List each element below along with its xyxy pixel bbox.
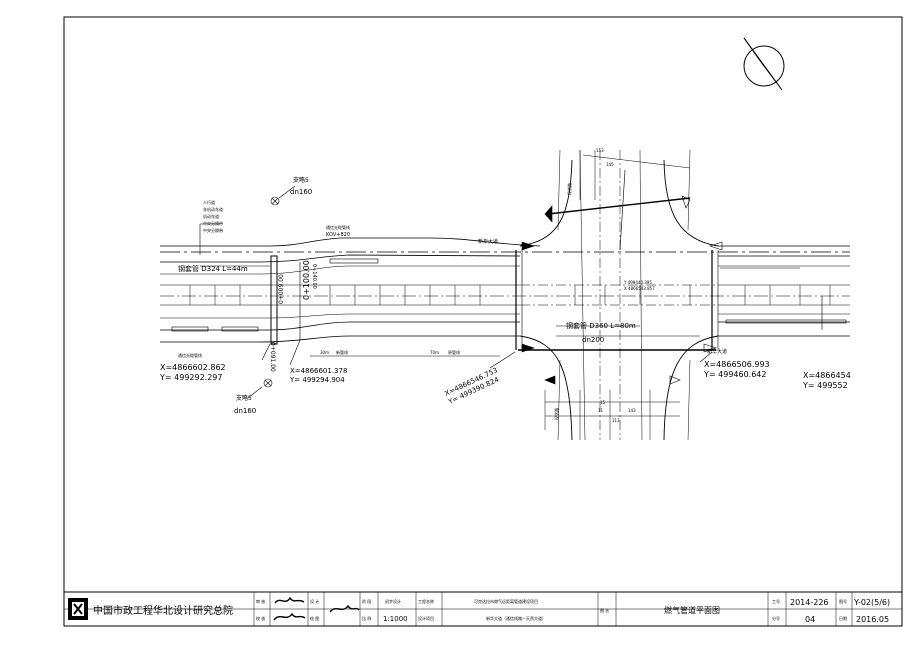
drawing-value: 燃气管道平面图 — [664, 605, 720, 615]
branch-top-label: 支略5 — [293, 176, 309, 184]
item-value: 新华大道（通信线路—天然大道） — [486, 615, 546, 621]
scale-value: 1:1000 — [383, 615, 408, 623]
dim-153: 153 — [596, 148, 604, 153]
drawing-label: 图 名 — [600, 607, 609, 613]
callouts — [199, 185, 800, 399]
sub-value: 04 — [805, 615, 815, 624]
coord-e-x: X=4866454 — [803, 371, 851, 380]
coord-b-x: X=4866601.378 — [290, 367, 347, 375]
dim-145: 145 — [606, 162, 614, 167]
org-logo — [68, 598, 88, 620]
vertical-station-mid: 0+100.00 — [302, 260, 311, 300]
item-label: 设计项目 — [418, 615, 434, 621]
signatures — [273, 596, 360, 621]
right-pipe-label: 钢套管 D360 L=80m — [566, 321, 636, 330]
arrow-icon — [521, 195, 723, 385]
road-lines — [160, 149, 850, 441]
project-value: 可克达拉市燃气远距离管道建设项目 — [474, 598, 538, 604]
dim-70m: 70m — [430, 350, 439, 355]
station-ticks — [189, 285, 831, 305]
draw-label: 绘 图 — [310, 615, 319, 621]
north-arrow-icon — [743, 37, 785, 91]
vertical-station-text: 0+140.00 — [311, 264, 317, 289]
title-block-text: 中国市政工程华北设计研究总院 审 核 校 核 设 计 绘 图 阶 段 初步设计 … — [93, 598, 890, 624]
dim-143: 143 — [628, 408, 636, 413]
legend-item-4: 中央分隔带 — [203, 227, 223, 233]
vertical-station-bottom: 0+091.00 — [269, 342, 276, 372]
check-label: 校 核 — [256, 615, 265, 621]
title-block-grid — [63, 591, 903, 627]
legend-item-1: 非机动车道 — [203, 206, 223, 212]
coord-a-y: Y= 499292.297 — [159, 373, 222, 382]
hatch-strips — [171, 258, 847, 332]
sub-label: 分号 — [772, 615, 780, 621]
dim-70m-label: 原管线 — [448, 349, 460, 355]
note-top: 通信光缆管线 — [326, 224, 350, 230]
dim-30m: 30m — [320, 350, 329, 355]
left-pipe-label: 钢套管 D324 L=44m — [178, 264, 248, 273]
dwg-value: Y-02(5/6) — [853, 598, 890, 607]
branch-bottom-dn: dn160 — [234, 407, 256, 415]
coord-d-y: Y= 499460.642 — [703, 370, 766, 379]
scale-label: 比 例 — [362, 615, 371, 621]
dim-113: 113 — [612, 418, 620, 423]
sheet-frame — [63, 16, 903, 627]
vertical-station-left: 0+009.00 — [278, 274, 285, 304]
legend-item-3: 中央分隔带 — [203, 220, 223, 226]
street-right-label: 新华大道 — [707, 348, 727, 355]
org-name: 中国市政工程华北设计研究总院 — [93, 604, 233, 617]
coord-center-x: X 4866543.857 — [624, 286, 655, 291]
side-label-top: 现状路 — [566, 183, 572, 195]
date-value: 2016.05 — [856, 615, 889, 624]
side-label-bottom: 现状路 — [553, 408, 559, 420]
coord-b-y: Y= 499294.904 — [289, 376, 345, 384]
review-label: 审 核 — [256, 598, 265, 604]
main-dn-label: dn200 — [582, 336, 604, 344]
coord-center-y: Y 499440.395 — [623, 280, 652, 285]
note-bottom: 通信光缆管线 — [178, 352, 202, 358]
branch-top-dn: dn160 — [290, 188, 312, 196]
coord-e-y: Y= 499552 — [802, 381, 848, 390]
job-value: 2014-226 — [790, 598, 829, 607]
job-label: 工号 — [772, 598, 780, 604]
stage-label: 阶 段 — [362, 598, 371, 604]
design-label: 设 计 — [310, 598, 319, 604]
dim-30m-label: 新管线 — [336, 349, 348, 355]
plan-labels: 支略5 dn160 支略5 dn160 钢套管 D324 L=44m 钢套管 D… — [159, 148, 851, 423]
dim-15: 15 — [600, 400, 606, 405]
legend-item-0: 人行道 — [203, 199, 215, 205]
stage-value: 初步设计 — [385, 598, 401, 604]
street-left-label: 新华大道 — [478, 238, 498, 245]
branch-bottom-label: 支略5 — [236, 394, 252, 402]
dwg-label: 图号 — [839, 598, 847, 604]
dim-11: 11 — [598, 408, 604, 413]
crossing-pipes — [270, 250, 823, 351]
kov-label: KOV+820 — [326, 232, 350, 238]
date-label: 日期 — [839, 615, 847, 621]
legend-item-2: 机动车道 — [203, 213, 219, 219]
dimension-lines — [310, 150, 691, 440]
coord-a-x: X=4866602.862 — [160, 363, 226, 372]
project-label: 工程名称 — [418, 598, 434, 604]
coord-d-x: X=4866506.993 — [704, 360, 770, 369]
